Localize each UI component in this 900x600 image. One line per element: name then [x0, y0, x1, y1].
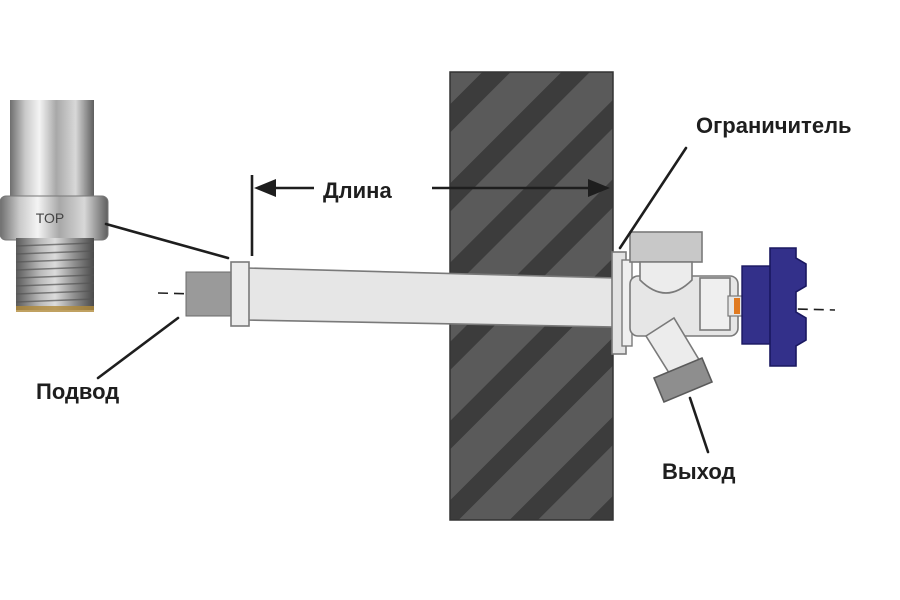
leader-inlet — [96, 316, 180, 380]
fitting-thread — [16, 238, 94, 310]
fitting-stamp: TOP — [36, 210, 65, 226]
inlet-stub — [185, 271, 235, 317]
length-label: Длина — [323, 178, 392, 203]
vacuum-breaker-neck — [639, 261, 693, 294]
faucet-body — [185, 231, 807, 404]
outlet-label: Выход — [662, 459, 736, 484]
inlet-collar — [230, 261, 250, 327]
leader-limiter — [618, 146, 688, 250]
leader-lines — [96, 146, 710, 454]
hose-outlet-icon — [644, 316, 714, 404]
fitting-tube — [10, 100, 94, 200]
limiter-label: Ограничитель — [696, 113, 852, 138]
fitting-thread-ridges — [15, 242, 95, 303]
leader-outlet — [688, 396, 710, 454]
threaded-fitting-photo: TOP — [0, 100, 109, 312]
length-arrow-right-head — [588, 179, 610, 197]
main-pipe — [245, 267, 617, 328]
leader-fitting-to-inlet — [104, 222, 230, 260]
length-arrow-left-head — [254, 179, 276, 197]
bonnet-nut — [699, 277, 731, 331]
vacuum-breaker-cap — [629, 231, 703, 263]
length-dimension — [250, 175, 610, 256]
stem-accent — [734, 298, 740, 314]
faucet-handle-icon — [741, 247, 807, 367]
inlet-label: Подвод — [36, 379, 119, 404]
